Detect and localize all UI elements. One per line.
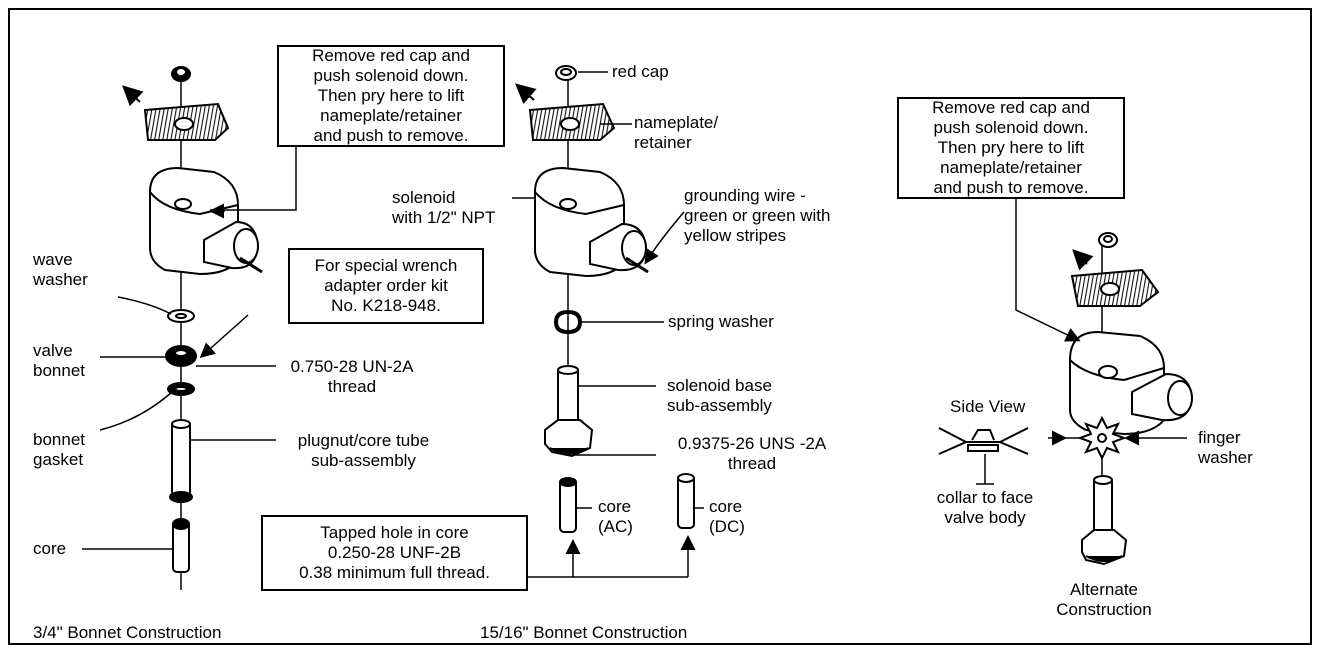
left-leaders [82, 145, 297, 550]
label-bonnet-gasket: bonnet gasket [33, 430, 85, 469]
callout-left-pry: Remove red cap and push solenoid down. T… [277, 45, 505, 147]
label-solenoid: solenoid with 1/2" NPT [392, 188, 496, 227]
label-plugnut-core-tube: plugnut/core tube sub-assembly [297, 431, 430, 470]
label-thread-0750: 0.750-28 UN-2A thread [290, 357, 414, 396]
callout-wrench-kit: For special wrench adapter order kit No.… [288, 248, 484, 324]
diagram-frame [8, 8, 1312, 645]
side-view-washer [938, 427, 1029, 455]
label-nameplate-retainer: nameplate/ retainer [634, 113, 719, 152]
label-collar: collar to face valve body [936, 488, 1034, 527]
label-core-dc: core (DC) [709, 497, 745, 536]
label-core-left: core [33, 539, 67, 558]
callout-right-pry: Remove red cap and push solenoid down. T… [897, 97, 1125, 199]
caption-3-4-bonnet: 3/4" Bonnet Construction [33, 623, 222, 642]
middle-leaders [512, 71, 704, 578]
callout-tapped-hole: Tapped hole in core 0.250-28 UNF-2B 0.38… [261, 515, 528, 591]
caption-15-16-bonnet: 15/16" Bonnet Construction [480, 623, 688, 642]
label-valve-bonnet: valve bonnet [33, 341, 85, 380]
left-assembly [122, 66, 263, 590]
label-thread-09375: 0.9375-26 UNS -2A thread [677, 434, 827, 473]
caption-alternate: Alternate Construction [1056, 580, 1152, 619]
right-assembly [1069, 232, 1194, 566]
label-red-cap: red cap [612, 62, 669, 81]
label-solenoid-base: solenoid base sub-assembly [667, 376, 772, 415]
right-leaders [976, 197, 1187, 485]
label-core-ac: core (AC) [598, 497, 633, 536]
label-wave-washer: wave washer [33, 250, 88, 289]
middle-assembly [514, 65, 695, 533]
label-grounding-wire: grounding wire - green or green with yel… [684, 186, 831, 245]
label-finger-washer: finger washer [1198, 428, 1253, 467]
label-side-view: Side View [950, 397, 1026, 416]
label-spring-washer: spring washer [668, 312, 774, 331]
